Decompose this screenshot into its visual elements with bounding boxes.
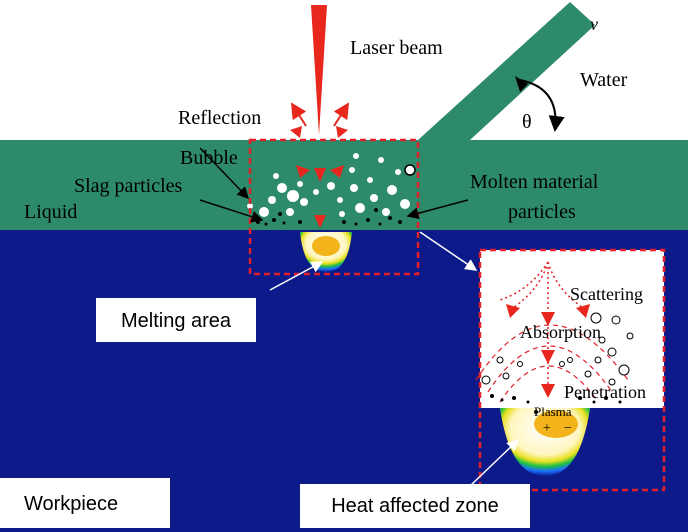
absorption-label: Absorption <box>520 322 601 342</box>
bubble-label: Bubble <box>180 147 238 169</box>
reflection-label: Reflection <box>178 107 261 129</box>
molten-material-label: Molten material <box>470 171 599 193</box>
bubble-arrow <box>199 147 250 200</box>
heat-zone-arrow <box>469 438 520 487</box>
bubble-outlined <box>404 164 416 176</box>
plasma-plus: + <box>543 421 551 436</box>
laser-beam <box>311 5 327 135</box>
angle-arc <box>519 79 565 132</box>
workpiece-label: Workpiece <box>24 493 118 515</box>
melting-area-label: Melting area <box>121 310 232 332</box>
molten-arrow <box>406 199 469 220</box>
melting-area-arrow <box>269 261 324 291</box>
angle-arc-start <box>515 76 528 92</box>
water-label: Water <box>580 69 628 91</box>
bubbles <box>247 153 410 217</box>
angle-label: θ <box>522 111 532 133</box>
molten-particles-label: particles <box>508 201 576 223</box>
slag-arrow <box>199 199 264 223</box>
molten-core <box>312 236 340 256</box>
particles <box>256 208 402 226</box>
melting-area-box <box>96 298 256 342</box>
reflection-arrow-right <box>333 102 350 127</box>
water-nozzle <box>418 2 595 140</box>
inset-bubbles <box>481 312 634 386</box>
inset-wave-arcs <box>475 324 629 403</box>
liquid-label: Liquid <box>24 201 77 223</box>
penetration-label: Penetration <box>564 382 646 402</box>
reflection-arrow-left <box>290 102 307 127</box>
laser-beam-label: Laser beam <box>350 37 443 59</box>
inset-box <box>478 248 666 492</box>
laser-arrows-liquid <box>296 165 344 228</box>
inset-plasma <box>534 410 578 438</box>
velocity-label: v <box>590 14 598 34</box>
heat-zone-box <box>300 484 530 528</box>
inset-connector <box>419 231 478 271</box>
workpiece-box <box>0 478 170 528</box>
plasma-label: Plasma <box>534 404 572 419</box>
reflection-arrowhead-left <box>290 126 302 138</box>
heat-zone-label: Heat affected zone <box>331 495 499 517</box>
inset-red-arrows <box>506 304 590 398</box>
scattering-label: Scattering <box>570 284 643 304</box>
slag-particles-label: Slag particles <box>74 175 183 197</box>
plasma-minus: − <box>564 421 572 436</box>
focus-box <box>248 138 420 276</box>
inset-particles <box>490 394 622 414</box>
reflection-arrowhead-right <box>336 126 348 138</box>
